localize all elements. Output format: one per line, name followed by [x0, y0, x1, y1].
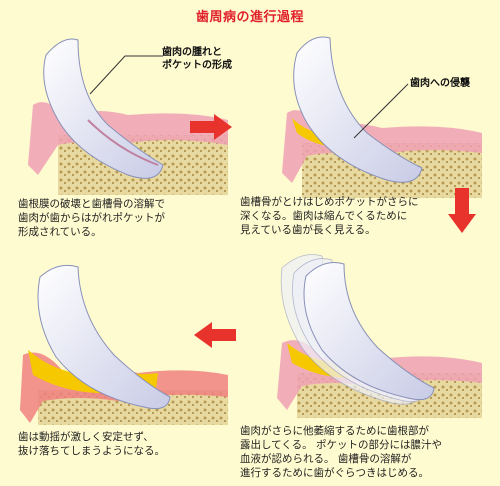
- stage-4-illustration: [18, 255, 228, 425]
- progress-arrow-right: [190, 114, 232, 140]
- callout-line-1: [89, 55, 163, 95]
- stage-1-illustration: [18, 25, 228, 195]
- stage-3-illustration: [272, 248, 482, 418]
- label-gum-invasion: 歯肉への侵襲: [410, 78, 470, 89]
- caption-stage-4: 歯は動揺が激しく安定せず、 抜け落ちてしまうようになる。: [18, 431, 165, 457]
- progress-arrow-down: [448, 188, 476, 233]
- caption-stage-2: 歯槽骨がとけはじめポケットがさらに 深くなる。歯肉は縮んでくるために 見えている…: [240, 196, 419, 236]
- stage-2-illustration: [272, 28, 482, 198]
- page-title: 歯周病の進行過程: [195, 10, 304, 25]
- label-swelling-pocket: 歯肉の腫れと ポケットの形成: [162, 47, 232, 71]
- progress-arrow-left: [194, 322, 236, 348]
- callout-line-2: [353, 83, 409, 139]
- caption-stage-3: 歯肉がさらに他萎縮するために歯根部が 露出してくる。 ポケットの部分には膿汁や …: [240, 425, 442, 479]
- caption-stage-1: 歯根膜の破壊と歯槽骨の溶解で 歯肉が歯からはがれポケットが 形成されている。: [18, 198, 165, 238]
